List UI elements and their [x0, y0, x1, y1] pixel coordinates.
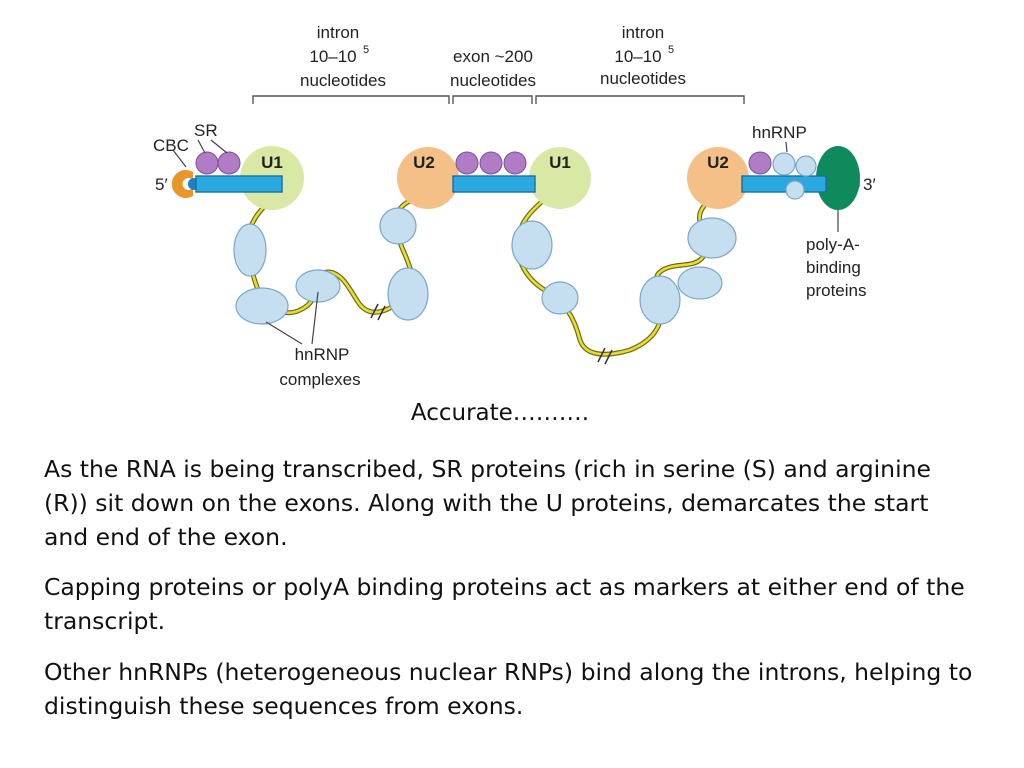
svg-text:nucleotides: nucleotides [450, 71, 536, 90]
svg-text:intron: intron [622, 23, 665, 42]
region-brackets [252, 95, 745, 104]
hnrnp-complex [541, 281, 579, 315]
sr-protein [195, 151, 219, 175]
paragraph-capping-proteins: Capping proteins or polyA binding protei… [44, 573, 965, 635]
sr-protein [748, 151, 772, 175]
svg-text:hnRNP: hnRNP [295, 345, 350, 364]
rna-strand [245, 180, 860, 365]
exon-label: exon ~200 nucleotides [450, 47, 536, 90]
sr-label: SR [194, 121, 218, 140]
hnrnp-complex [639, 275, 681, 325]
svg-text:intron: intron [317, 23, 360, 42]
u1-label-middle: U1 [549, 153, 571, 172]
svg-text:complexes: complexes [279, 370, 360, 389]
hnrnp-complex [233, 223, 267, 277]
hnrnp-label: hnRNP [752, 123, 807, 142]
u2-snrnp-right [687, 147, 749, 209]
paragraph-sr-proteins: As the RNA is being transcribed, SR prot… [44, 455, 931, 551]
splicing-diagram: intron 10–10 5 nucleotides exon ~200 nuc… [153, 23, 876, 389]
hnrnp-complex [235, 287, 289, 325]
svg-text:nucleotides: nucleotides [300, 71, 386, 90]
right-intron-label: intron 10–10 5 nucleotides [600, 23, 686, 88]
u1-label-left: U1 [261, 153, 283, 172]
hnrnp-complex [687, 217, 737, 259]
hnrnp-complex [511, 220, 553, 270]
hnrnp-complexes-leaders [265, 291, 319, 345]
five-prime-label: 5′ [155, 175, 168, 194]
svg-text:5: 5 [363, 44, 369, 56]
svg-text:10–10: 10–10 [309, 47, 356, 66]
u2-label-middle: U2 [413, 153, 435, 172]
sr-protein [455, 151, 479, 175]
svg-text:exon ~200: exon ~200 [453, 47, 533, 66]
exon-bar-right [741, 175, 827, 193]
exon-bars [195, 175, 827, 193]
hnrnp-complexes-label: hnRNP complexes [279, 345, 360, 389]
svg-text:proteins: proteins [806, 281, 866, 300]
hnrnp-complex [295, 269, 341, 303]
sr-proteins [195, 151, 772, 175]
caption: Accurate………. [410, 400, 590, 426]
svg-text:binding: binding [806, 258, 861, 277]
hnrnp-complexes [233, 207, 737, 325]
sr-leader-lines [172, 139, 228, 168]
polya-label: poly-A- binding proteins [806, 235, 866, 300]
u2-snrnp-middle [397, 147, 459, 209]
sr-protein [217, 151, 241, 175]
u2-label-right: U2 [707, 153, 729, 172]
svg-text:10–10: 10–10 [614, 47, 661, 66]
svg-text:5: 5 [668, 44, 674, 56]
sr-protein [503, 151, 527, 175]
three-prime-label: 3′ [863, 175, 876, 194]
exon-bar-left [195, 175, 283, 193]
svg-text:poly-A-: poly-A- [806, 235, 860, 254]
cbc-label: CBC [153, 136, 189, 155]
u1-snrnp-middle [529, 147, 591, 209]
hnrnp-complex [379, 207, 417, 245]
exon-hnrnp [772, 152, 817, 200]
sr-protein [479, 151, 503, 175]
left-intron-label: intron 10–10 5 nucleotides [300, 23, 386, 90]
exon-bar-middle [452, 175, 536, 193]
paragraph-hnrnps: Other hnRNPs (heterogeneous nuclear RNPs… [44, 658, 973, 720]
svg-text:nucleotides: nucleotides [600, 69, 686, 88]
hnrnp-complex [387, 267, 429, 321]
hnrnp-complex [677, 266, 723, 300]
hnrnp-leader [785, 141, 788, 153]
polya-binding-protein [816, 146, 860, 210]
